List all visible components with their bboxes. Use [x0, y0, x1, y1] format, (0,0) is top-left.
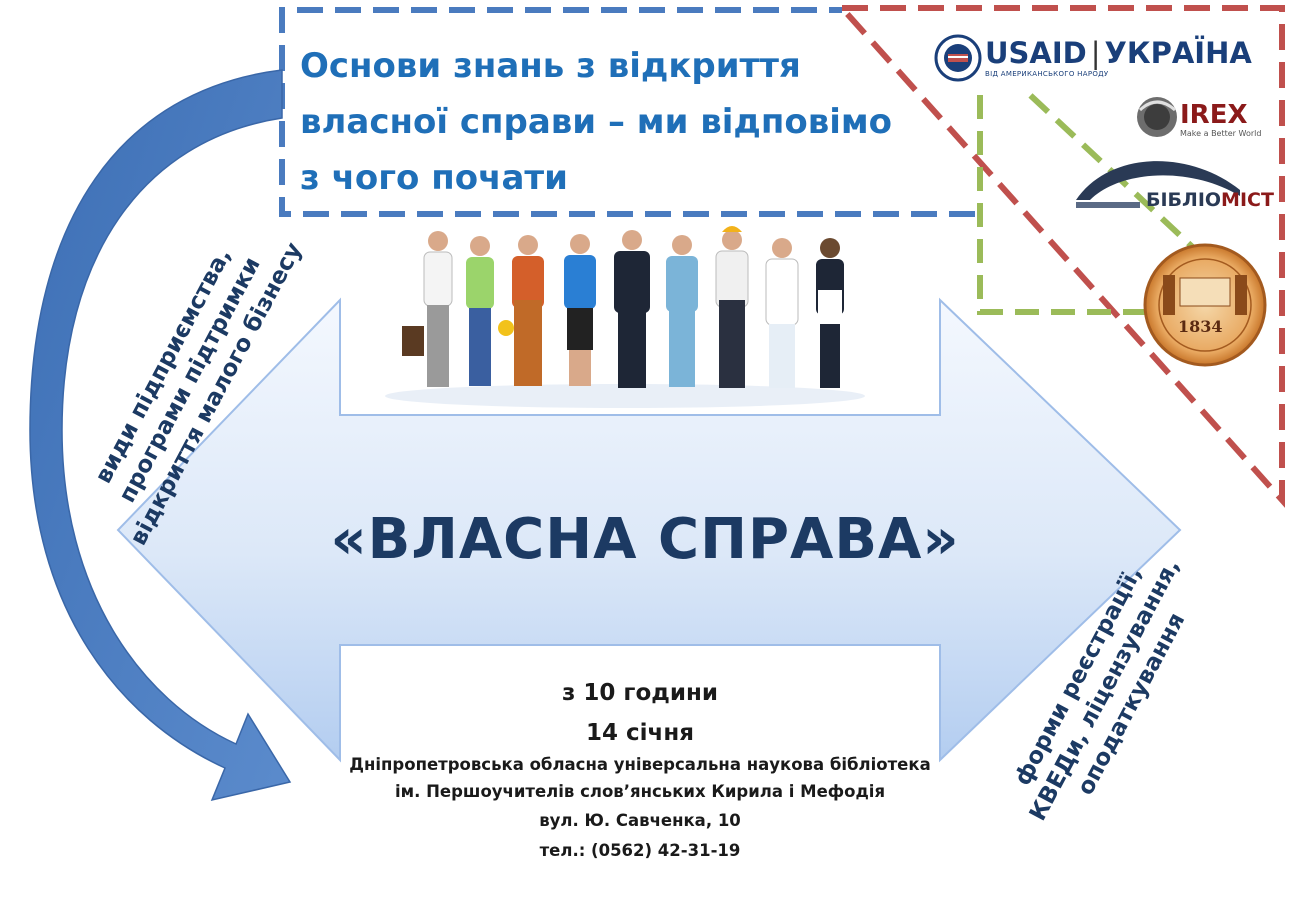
bibliomist-logo: БІБЛІОМІСТ	[1146, 189, 1274, 211]
header-title: Основи знань з відкриття власної справи …	[300, 38, 960, 206]
usaid-emblem-icon	[934, 34, 982, 82]
irex-globe-icon	[1137, 97, 1177, 137]
event-time: з 10 години	[562, 680, 718, 706]
header-title-line-3: з чого почати	[300, 158, 568, 198]
bibliomist-part-1: БІБЛІО	[1146, 189, 1222, 211]
curved-arrow	[29, 69, 292, 802]
red-dashed-frame	[839, 5, 1285, 508]
usaid-logo: USAID|УКРАЇНА	[985, 36, 1252, 70]
header-title-line-2: власної справи – ми відповімо	[300, 102, 893, 142]
usaid-name: USAID	[985, 36, 1087, 70]
main-title: «ВЛАСНА СПРАВА»	[330, 507, 960, 572]
green-dashed-frame	[977, 92, 1270, 315]
event-address-line-2: ім. Першоучителів слов’янських Кирила і …	[394, 782, 886, 801]
double-arrow-shape	[116, 297, 1182, 763]
workers-group-icon	[385, 226, 865, 408]
irex-tagline: Make a Better World	[1180, 129, 1262, 138]
usaid-tagline: ВІД АМЕРИКАНСЬКОГО НАРОДУ	[985, 70, 1109, 78]
blue-dashed-frame	[279, 7, 975, 217]
event-date: 14 січня	[586, 720, 694, 746]
bibliomist-part-2: МІСТ	[1221, 189, 1274, 211]
usaid-country: УКРАЇНА	[1104, 36, 1252, 70]
event-phone: тел.: (0562) 42-31-19	[539, 841, 741, 860]
bibliomist-book-icon	[1076, 161, 1240, 208]
library-seal-icon	[1143, 243, 1267, 367]
seal-year: 1834	[1178, 317, 1223, 336]
header-title-line-1: Основи знань з відкриття	[300, 46, 801, 86]
event-address-line-1: Дніпропетровська обласна універсальна на…	[349, 755, 931, 774]
event-address-line-3: вул. Ю. Савченка, 10	[539, 811, 741, 830]
irex-logo: IREX	[1180, 100, 1248, 130]
